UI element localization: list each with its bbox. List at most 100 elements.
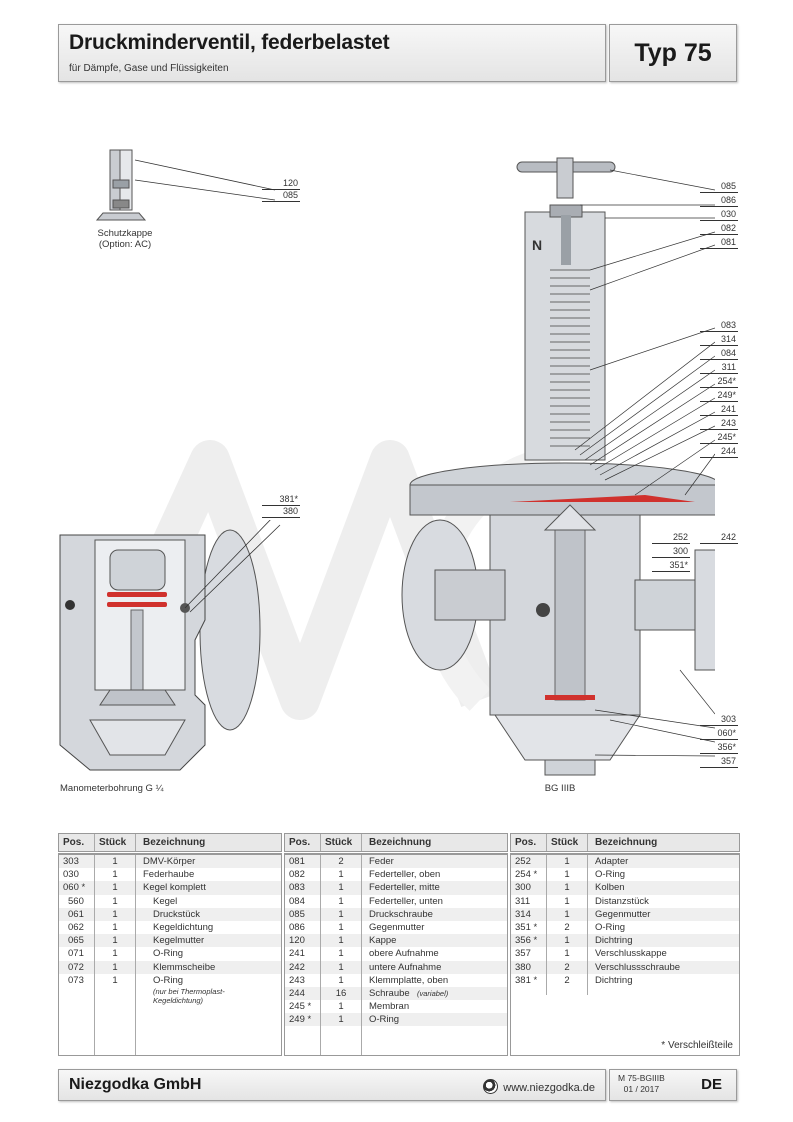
cell-pos: 252 [515,856,531,867]
website-link[interactable]: www.niezgodka.de [483,1079,595,1094]
manometer-drawing [59,520,281,771]
caption-line: Schutzkappe [97,228,153,239]
cell-qty: 2 [564,961,570,973]
cell-pos: 241 [289,948,305,960]
cell-desc: DMV-Körper [143,856,196,867]
cell-pos: 303 [63,856,79,867]
cell-desc: Kappe [369,935,397,947]
callout-label: 081 [700,237,738,249]
callout-label: 030 [700,209,738,221]
callout-label: 381* [262,494,300,506]
cell-desc: Kegelmutter [153,935,205,947]
cell-desc: Federteller, mitte [369,882,440,894]
cell-pos: 073 [68,974,84,986]
callout-label: 314 [700,334,738,346]
main-caption: BG IIIB [544,783,576,794]
callout-label: 311 [700,362,738,374]
cell-desc: Kegel [153,895,178,907]
callout-label: 082 [700,223,738,235]
column-divider [546,855,547,995]
cell-note: (nur bei Thermoplast-Kegeldichtung) [153,986,225,1005]
cell-pos: 249 * [289,1014,312,1026]
cell-qty: 1 [564,935,570,947]
cell-desc: O-Ring [153,974,184,986]
callout-label: 242 [700,532,738,544]
cell-qty: 1 [338,869,344,881]
cell-desc: Membran [369,1001,410,1013]
callout-label: 249* [700,390,738,402]
column-divider [320,834,321,851]
column-divider [587,855,588,995]
cell-qty: 2 [564,974,570,986]
column-divider [587,834,588,851]
callout-label: 060* [700,728,738,740]
website-url[interactable]: www.niezgodka.de [503,1082,595,1094]
cell-pos: 245 * [289,1001,312,1013]
cell-desc: Adapter [595,856,629,867]
callout-label: 380 [262,506,300,518]
cell-pos: 311 [515,895,531,907]
cell-qty: 1 [338,1001,344,1013]
page-title: Druckminderventil, federbelastet [69,31,390,54]
cell-qty: 1 [338,974,344,986]
cell-qty: 1 [338,921,344,933]
cell-qty: 1 [338,882,344,894]
column-divider [135,855,136,1055]
header-desc: Bezeichnung [143,837,206,848]
cell-desc: untere Aufnahme [369,961,442,973]
callout-label: 351* [652,560,690,572]
cell-qty: 1 [112,935,118,947]
callout-label: 120 [262,178,300,190]
callout-label: 300 [652,546,690,558]
callout-label: 356* [700,742,738,754]
cell-pos: 254 * [515,869,538,881]
cell-pos: 081 [289,856,305,867]
column-divider [135,834,136,851]
cell-desc: O-Ring [595,921,626,933]
header-pos: Pos. [515,837,537,848]
cell-qty: 1 [564,895,570,907]
callout-label: 085 [700,181,738,193]
schutzkappe-caption: Schutzkappe (Option: AC) [80,228,170,250]
cell-pos: 086 [289,921,305,933]
doc-info: M 75-BGIIIB 01 / 2017 [618,1073,665,1095]
callout-label: 254* [700,376,738,388]
cell-qty: 1 [564,908,570,920]
cell-desc: O-Ring [595,869,626,881]
cell-desc: Druckschraube [369,908,433,920]
svg-text:N: N [532,237,542,253]
cell-pos: 357 [515,948,531,960]
cell-desc: Federteller, unten [369,895,443,907]
cell-qty: 1 [112,908,118,920]
doc-code: M 75-BGIIIB [618,1073,665,1083]
header-qty: Stück [99,837,127,848]
callout-label: 086 [700,195,738,207]
cell-desc: Verschlusskappe [595,948,667,960]
cell-qty: 2 [564,921,570,933]
cell-pos: 242 [289,961,305,973]
cell-qty: 1 [338,908,344,920]
cell-desc: Klemmscheibe [153,961,216,973]
language-code: DE [701,1076,722,1093]
cell-pos: 244 [289,987,305,999]
column-divider [361,855,362,1055]
header-pos: Pos. [289,837,311,848]
cell-qty: 1 [564,856,570,867]
cell-desc: Kolben [595,882,625,894]
callout-label: 243 [700,418,738,430]
